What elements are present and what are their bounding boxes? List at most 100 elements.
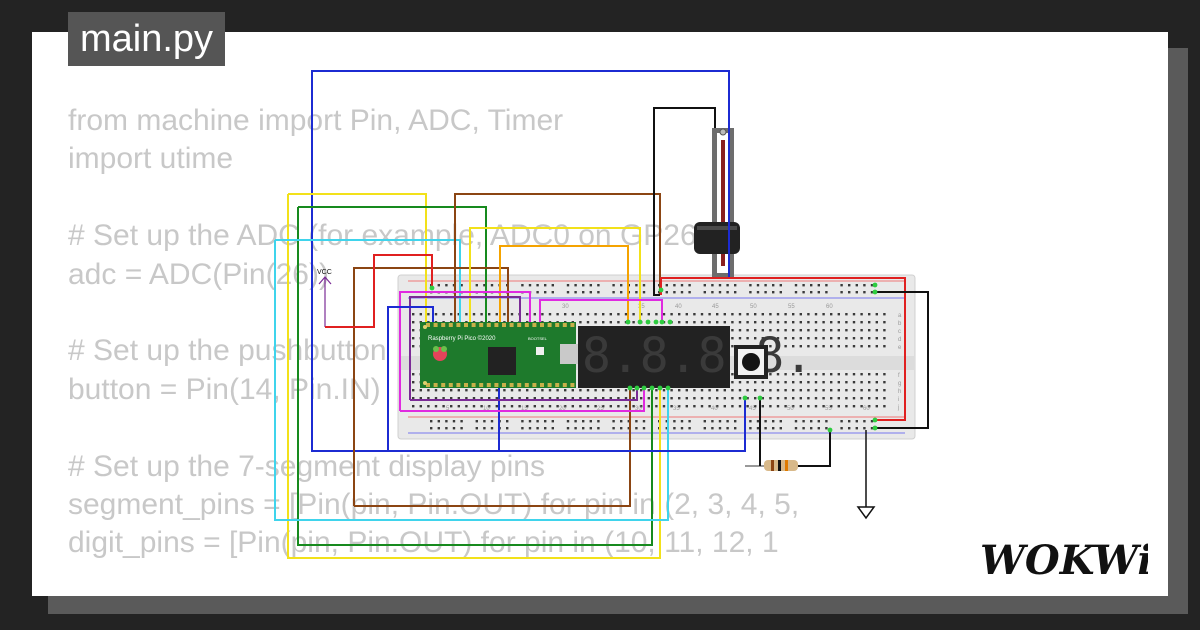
breadboard-hole [761,313,764,316]
breadboard-hole [412,405,415,408]
breadboard-hole [700,321,704,324]
breadboard-hole [536,420,539,423]
breadboard-hole [845,321,848,324]
bb-row-label: f [898,373,900,379]
breadboard-hole [817,427,820,430]
breadboard-hole [460,420,463,423]
pico-pin [486,323,491,327]
bb-col-label-top: 45 [712,304,719,310]
breadboard-hole [586,405,590,408]
breadboard-hole [617,389,620,392]
breadboard-hole [784,313,787,316]
breadboard-hole [521,284,524,287]
breadboard-hole [495,313,498,316]
breadboard-hole [799,313,802,316]
wire-endpoint [627,385,633,391]
pico-label: Raspberry Pi Pico ©2020 [428,335,496,342]
breadboard-hole [450,313,453,316]
pico-pin [456,383,461,387]
breadboard-hole [541,397,544,400]
bb-col-label-bottom: 15 [521,406,528,412]
wire-yellow [288,193,427,322]
bb-col-label-top: 30 [562,304,569,310]
breadboard-hole [635,420,638,423]
breadboard-hole [772,284,775,287]
wire-magenta [399,291,531,411]
breadboard-hole [556,313,559,316]
bb-col-label-bottom: 55 [825,406,832,412]
wire-endpoint [872,417,878,423]
breadboard-hole [442,389,445,392]
breadboard-hole [589,420,592,423]
breadboard-hole [665,420,668,423]
breadboard-hole [533,397,536,400]
breadboard-hole [688,291,691,294]
breadboard-hole [642,420,646,423]
bb-row-label: h [898,389,901,395]
breadboard-hole [868,329,871,332]
breadboard-hole [875,405,878,408]
breadboard-hole [764,291,767,294]
raspberry-pi-pico[interactable]: Raspberry Pi Pico ©2020 BOOTSEL [420,322,578,388]
wires [274,70,929,559]
breadboard-hole [594,397,597,400]
breadboard-hole [483,427,486,430]
breadboard-hole [579,313,582,316]
breadboard-hole [526,313,529,316]
breadboard-hole [647,389,650,392]
breadboard-hole [693,313,696,316]
breadboard-hole [442,313,445,316]
breadboard-hole [685,389,688,392]
breadboard-hole [556,405,559,408]
breadboard-hole [708,321,711,324]
breadboard-hole [427,397,430,400]
breadboard-hole [810,291,813,294]
breadboard-hole [794,291,798,294]
breadboard-hole [647,397,650,400]
breadboard-hole [589,284,592,287]
wire-brown [454,193,661,322]
breadboard-hole [845,405,848,408]
breadboard-hole [665,291,668,294]
breadboard-hole [665,284,668,287]
breadboard-hole [799,345,802,348]
breadboard-hole [792,321,795,324]
breadboard-hole [518,405,521,408]
breadboard-hole [571,389,574,392]
breadboard-hole [703,427,706,430]
breadboard-hole [693,321,696,324]
breadboard-hole [488,313,491,316]
pico-pin [524,383,529,387]
breadboard-hole [807,381,810,384]
breadboard-hole [703,420,706,423]
breadboard-hole [784,345,787,348]
breadboard-hole [769,397,772,400]
breadboard-hole [860,389,863,392]
breadboard-hole [754,405,757,408]
breadboard-hole [776,405,780,408]
breadboard-hole [711,291,714,294]
breadboard-hole [685,321,688,324]
breadboard-hole [465,389,468,392]
breadboard-hole [731,321,734,324]
breadboard-hole [412,321,415,324]
pushbutton[interactable] [734,345,768,379]
wire-endpoint [634,385,640,391]
slide-potentiometer[interactable] [694,128,740,278]
file-tab[interactable]: main.py [68,12,226,66]
breadboard-hole [769,337,772,340]
breadboard-hole [624,397,628,400]
breadboard-hole [830,397,833,400]
breadboard-hole [845,397,848,400]
breadboard-hole [703,291,706,294]
breadboard-hole [855,284,858,287]
breadboard-hole [526,397,529,400]
breadboard-hole [412,381,415,384]
breadboard-hole [680,427,684,430]
breadboard-hole [490,427,494,430]
breadboard-hole [794,427,798,430]
breadboard-hole [450,389,453,392]
breadboard-hole [726,427,729,430]
